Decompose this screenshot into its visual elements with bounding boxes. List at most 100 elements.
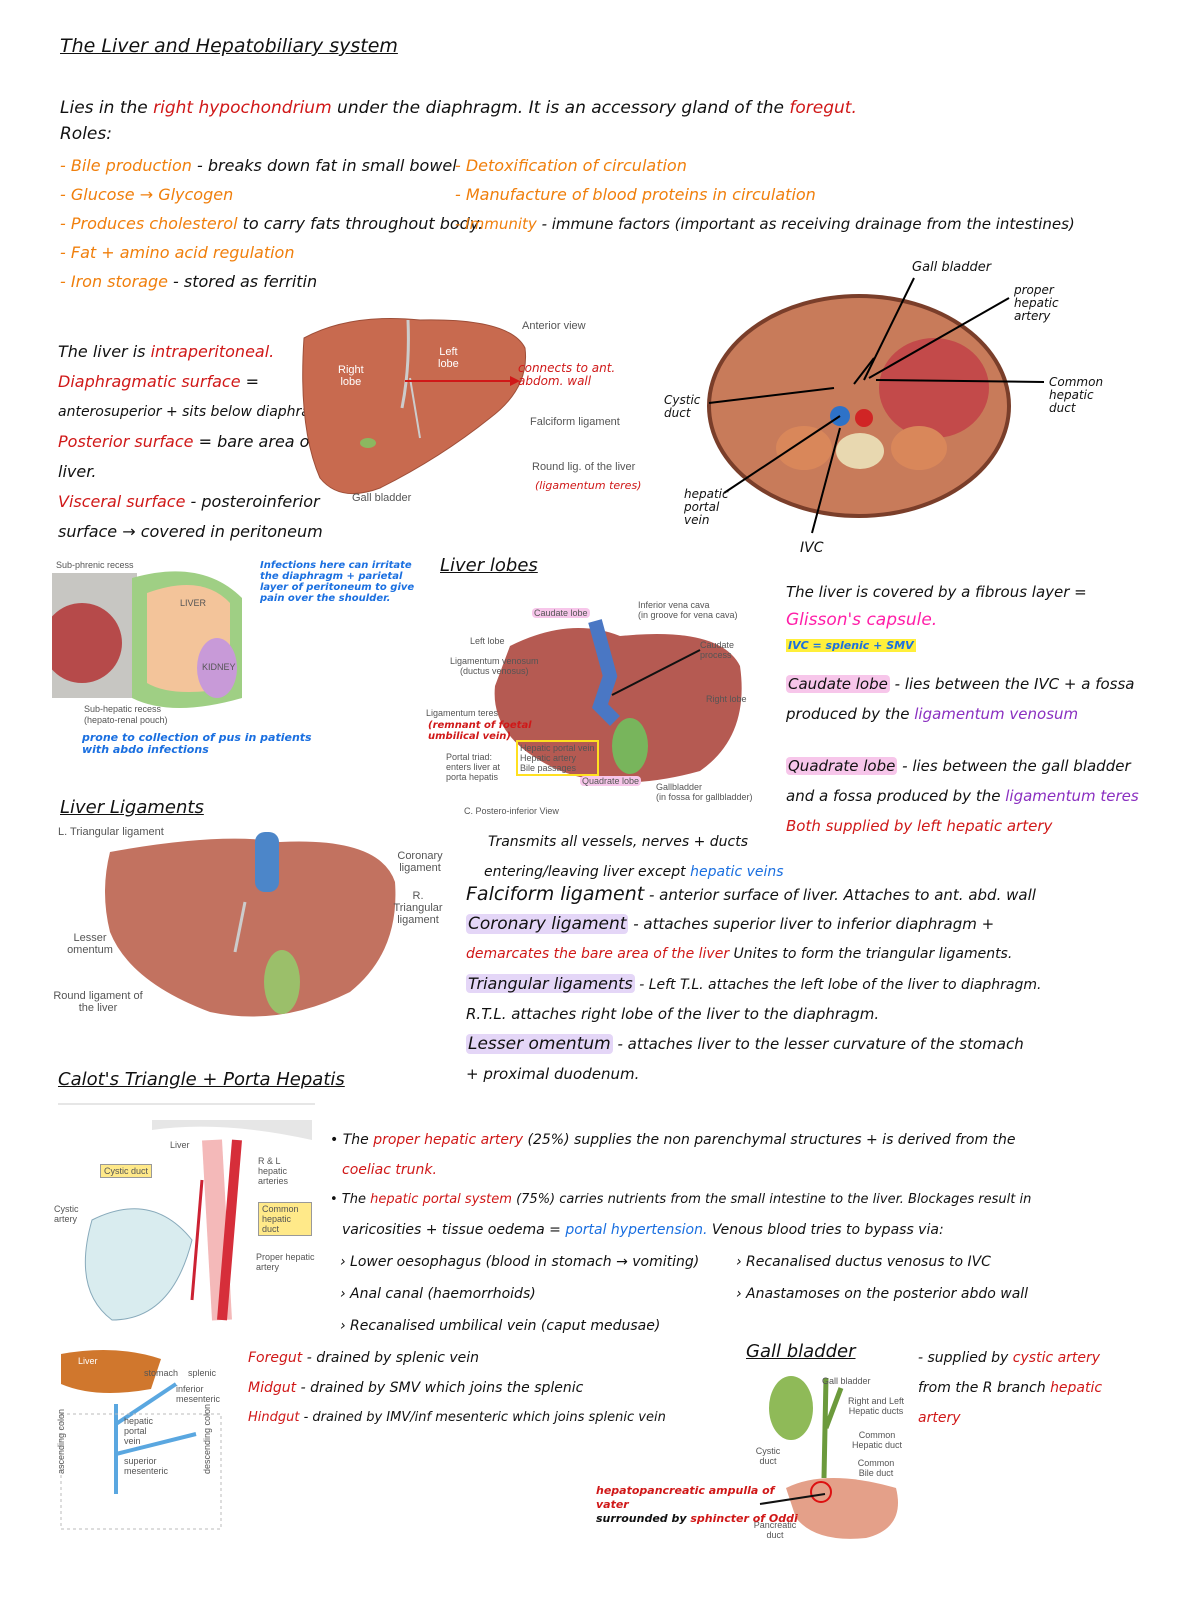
calot-notes: • The proper hepatic artery (25%) suppli…: [330, 1130, 1180, 1334]
role-detail: - immune factors (important as receiving…: [541, 215, 1075, 233]
ct-cystic-label: Cystic duct: [664, 393, 701, 420]
rtri-label: R. Triangular ligament: [393, 890, 443, 926]
caudate-line-1: Caudate lobe - lies between the IVC + a …: [786, 674, 1196, 694]
role-item: - Bile production - breaks down fat in s…: [60, 156, 483, 176]
role-name: - Iron storage: [60, 272, 168, 291]
teres-fig-label: Ligamentum teres: [426, 708, 499, 718]
both-supplied-line: Both supplied by left hepatic artery: [786, 817, 1053, 835]
intro-text-2: under the diaphragm. It is an accessory …: [337, 98, 784, 118]
text-red: Diaphragmatic surface: [58, 372, 241, 391]
portal-stomach-label: stomach: [144, 1368, 179, 1378]
roles-right-list: - Detoxification of circulation - Manufa…: [455, 156, 1075, 243]
text: • The: [330, 1192, 366, 1207]
text: =: [245, 372, 260, 391]
surface-line: liver.: [58, 462, 97, 481]
bypass-item: › Anastamoses on the posterior abdo wall: [736, 1286, 1029, 1302]
recess-illustration: [42, 571, 242, 708]
gb-fig-cystic-label: Cystic duct: [755, 1446, 781, 1466]
intro-location: right hypochondrium: [153, 98, 332, 118]
role-name: - Detoxification of circulation: [455, 156, 687, 175]
text-red: Posterior surface: [58, 432, 194, 451]
ligaments-figure: L. Triangular ligament Coronary ligament…: [50, 822, 460, 1034]
lesser-line: Lesser omentum - attaches liver to the l…: [466, 1034, 1186, 1064]
role-item: - Manufacture of blood proteins in circu…: [455, 185, 1075, 205]
falciform-text: - anterior surface of liver. Attaches to…: [648, 886, 1036, 904]
ct-proper-label: proper hepatic artery: [1014, 283, 1059, 323]
calot-figure: Liver Cystic duct R & L hepatic arteries…: [52, 1120, 322, 1330]
fibrous-line: The liver is covered by a fibrous layer …: [786, 583, 1087, 601]
gb-fig-cbd-label: Common Bile duct: [857, 1458, 895, 1478]
pouch-label: (hepato-renal pouch): [84, 715, 168, 725]
gut-drainage: Foregut - drained by splenic vein Midgut…: [248, 1348, 666, 1438]
postero-view-label: C. Postero-inferior View: [464, 806, 559, 816]
quadrate-teres: ligamentum teres: [1005, 787, 1139, 805]
coronary-line: Coronary ligament - attaches superior li…: [466, 914, 1186, 944]
midgut-label: Midgut: [248, 1380, 297, 1396]
recess-kidney-label: KIDNEY: [202, 662, 236, 672]
ligament-notes: Falciform ligament - anterior surface of…: [466, 884, 1186, 1094]
ampulla-text: surrounded by: [596, 1512, 687, 1525]
role-item: - Detoxification of circulation: [455, 156, 1075, 176]
prone-note: prone to collection of pus in patients w…: [82, 731, 312, 756]
role-name: - Manufacture of blood proteins in circu…: [455, 185, 816, 204]
intro-foregut: foregut.: [789, 98, 857, 118]
left-lobe-label: Left lobe: [438, 346, 459, 370]
calot-cystic-duct-label: Cystic duct: [100, 1164, 153, 1178]
gb-fig-label: Gallbladder: [656, 782, 703, 792]
text: varicosities + tissue oedema =: [342, 1222, 561, 1238]
text-red: Visceral surface: [58, 492, 186, 511]
surface-line: Diaphragmatic surface =: [58, 372, 332, 402]
triad-note-hepatic: hepatic veins: [690, 864, 784, 880]
portal-line: • The hepatic portal system (75%) carrie…: [330, 1190, 1180, 1220]
ct-portal-label: hepatic portal vein: [684, 487, 729, 527]
text: from the R branch: [918, 1380, 1046, 1396]
venosum-fig-label-2: (ductus venosus): [460, 666, 529, 676]
teres-remnant-note: (remnant of foetal umbilical vein): [428, 720, 532, 742]
foregut-label: Foregut: [248, 1350, 303, 1366]
coronary-text: - attaches superior liver to inferior di…: [633, 915, 995, 933]
ct-common-label: Common hepatic duct: [1049, 375, 1104, 415]
triangular-line: Triangular ligaments - Left T.L. attache…: [466, 974, 1186, 1004]
foregut-line: Foregut - drained by splenic vein: [248, 1348, 666, 1378]
ct-ivc-label: IVC: [800, 540, 824, 556]
surface-line: anterosuperior + sits below diaphragm: [58, 404, 333, 420]
coronary-bare: demarcates the bare area of the liver: [466, 946, 730, 962]
connects-note: connects to ant. abdom. wall: [518, 361, 616, 388]
gallbladder-figure: Gall bladder Right and Left Hepatic duct…: [746, 1368, 916, 1552]
coronary-text-2: Unites to form the triangular ligaments.: [733, 946, 1013, 962]
ct-gall-label: Gall bladder: [912, 260, 992, 275]
infection-note: Infections here can irritate the diaphra…: [260, 560, 415, 604]
lobes-heading: Liver lobes: [440, 555, 538, 576]
recess-figure: Sub-phrenic recess LIVER KIDNEY Sub-hepa…: [42, 558, 422, 768]
triad-note-text: entering/leaving liver except: [484, 864, 686, 880]
text: Venous blood tries to bypass via:: [711, 1222, 944, 1238]
calot-illustration: [84, 1120, 312, 1321]
anterior-liver-illustration: [302, 318, 527, 495]
anterior-view-label: Anterior view: [522, 320, 586, 332]
lesser-text: - attaches liver to the lesser curvature…: [617, 1035, 1024, 1053]
caudate-fig-label: Caudate lobe: [532, 608, 590, 618]
ivc-note: IVC = splenic + SMV: [786, 636, 1196, 656]
ltri-label: L. Triangular ligament: [58, 826, 164, 838]
round-lig-label: Round lig. of the liver: [532, 461, 636, 473]
lesser-label: Lesser omentum: [67, 932, 113, 956]
portal-inf-mes-label: inferior mesenteric: [176, 1384, 221, 1404]
caudate-line-2: produced by the ligamentum venosum: [786, 704, 1196, 724]
role-item: - Iron storage - stored as ferritin: [60, 272, 483, 292]
portal-triad-label: Portal triad: enters liver at porta hepa…: [446, 752, 501, 782]
ct-section-illustration: [707, 277, 1045, 534]
portal-liver-label: Liver: [78, 1356, 98, 1366]
calot-chd-label: Common hepatic duct: [258, 1202, 312, 1236]
caudate-process-label: Caudate process: [700, 640, 735, 660]
intro-text: Lies in the: [60, 98, 148, 118]
gb-fig-rl-label: Right and Left Hepatic ducts: [847, 1396, 905, 1416]
foregut-text: - drained by splenic vein: [306, 1350, 480, 1366]
triangular-line-2: R.T.L. attaches right lobe of the liver …: [466, 1005, 880, 1023]
falciform-label: Falciform ligament: [530, 416, 620, 428]
bp-label: Bile passages: [520, 763, 577, 773]
ct-section-figure: Gall bladder proper hepatic artery Commo…: [664, 258, 1124, 558]
role-name: - Bile production: [60, 156, 192, 175]
calot-cystic-artery-label: Cystic artery: [54, 1204, 79, 1224]
portal-asc-colon-label: ascending colon: [56, 1408, 66, 1474]
left-lobe-fig-label: Left lobe: [470, 636, 505, 646]
